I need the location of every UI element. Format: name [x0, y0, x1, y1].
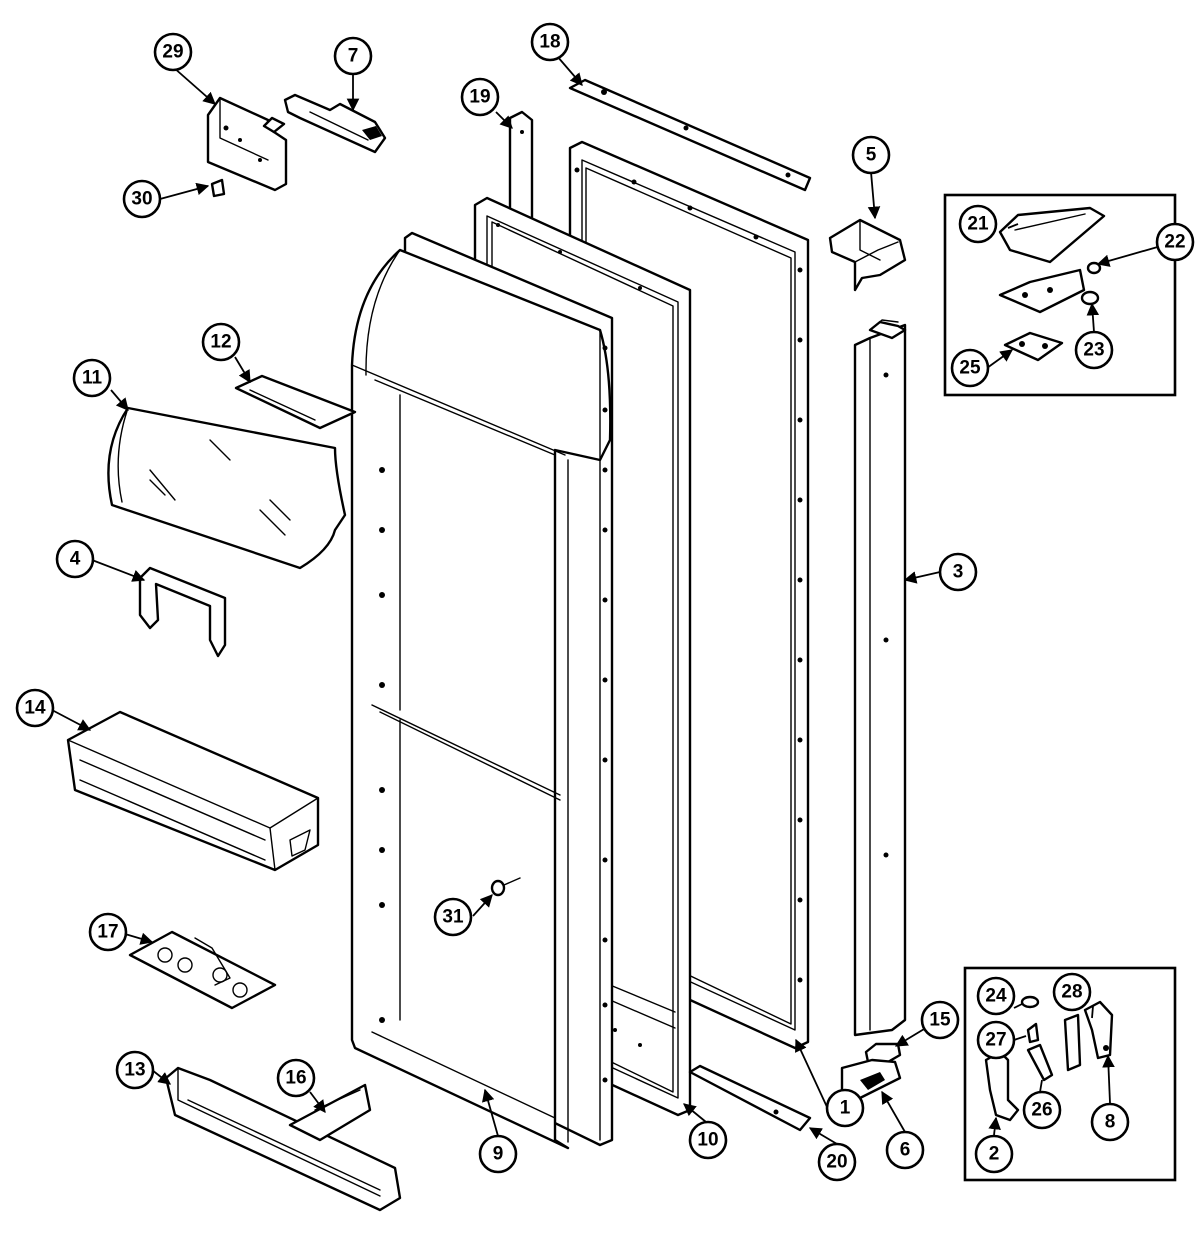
callout-20-label: 20: [826, 1152, 847, 1173]
callout-16-label: 16: [285, 1068, 306, 1089]
callout-8-label: 8: [1105, 1112, 1116, 1133]
callout-19-label: 19: [469, 87, 490, 108]
part-handle-trim: [853, 319, 907, 1037]
callout-1-label: 1: [840, 1098, 851, 1119]
callout-2-label: 2: [989, 1144, 1000, 1165]
part-hinge-bracket: [206, 96, 288, 192]
callout-7-label: 7: [348, 46, 359, 67]
callout-4-label: 4: [70, 549, 81, 570]
callout-3: 3: [938, 552, 978, 592]
callout-12-label: 12: [210, 332, 231, 353]
callout-25-label: 25: [959, 358, 981, 379]
callout-18-label: 18: [539, 32, 560, 53]
callout-22-label: 22: [1164, 232, 1185, 253]
callout-15-label: 15: [929, 1010, 951, 1031]
part-egg-tray: [128, 930, 277, 1010]
callout-11: 11: [72, 358, 112, 398]
part-hinge-cover: [828, 218, 907, 292]
callout-14-label: 14: [24, 698, 46, 719]
callout-24: 24: [976, 976, 1016, 1016]
callout-29: 29: [153, 32, 193, 72]
callout-2: 2: [974, 1134, 1014, 1174]
callout-1: 1: [825, 1088, 865, 1128]
callout-4: 4: [55, 539, 95, 579]
callout-10-label: 10: [697, 1130, 718, 1151]
callout-21-label: 21: [967, 214, 989, 235]
callout-30-label: 30: [131, 189, 152, 210]
callout-3-label: 3: [953, 562, 964, 583]
part-bracket: [138, 566, 227, 658]
part-clip: [210, 178, 226, 198]
callout-9-label: 9: [493, 1144, 504, 1165]
callout-17-label: 17: [97, 922, 118, 943]
callout-31-label: 31: [442, 907, 464, 928]
callout-12: 12: [201, 322, 241, 362]
part-bottom-bin: [164, 1066, 402, 1212]
callout-6: 6: [885, 1130, 925, 1170]
callout-11-label: 11: [82, 368, 103, 389]
part-small-shelf: [234, 374, 357, 430]
callout-13: 13: [115, 1050, 155, 1090]
callout-28-label: 28: [1061, 982, 1082, 1003]
callout-25: 25: [950, 348, 990, 388]
callout-5: 5: [851, 135, 891, 175]
callout-17: 17: [88, 912, 128, 952]
callout-6-label: 6: [900, 1140, 911, 1161]
callout-15: 15: [920, 1000, 960, 1040]
callout-26: 26: [1022, 1090, 1062, 1130]
callout-7: 7: [333, 36, 373, 76]
callout-9: 9: [478, 1134, 518, 1174]
callout-30: 30: [122, 179, 162, 219]
callout-28: 28: [1052, 972, 1092, 1012]
callout-23-label: 23: [1083, 340, 1104, 361]
callout-16: 16: [276, 1058, 316, 1098]
part-door-bin: [66, 710, 320, 872]
callout-22: 22: [1155, 222, 1195, 262]
callout-24-label: 24: [985, 986, 1007, 1007]
callout-23: 23: [1074, 330, 1114, 370]
callout-26-label: 26: [1031, 1100, 1052, 1121]
callout-8: 8: [1090, 1102, 1130, 1142]
callout-19: 19: [460, 77, 500, 117]
callout-18: 18: [530, 22, 570, 62]
part-screw: [490, 877, 521, 897]
callout-31: 31: [433, 897, 473, 937]
callout-29-label: 29: [162, 42, 183, 63]
callout-20: 20: [817, 1142, 857, 1182]
part-door-outer-panel: [350, 231, 614, 1150]
part-dairy-cover: [107, 406, 347, 570]
callout-5-label: 5: [866, 145, 877, 166]
callout-10: 10: [688, 1120, 728, 1160]
callout-27: 27: [976, 1020, 1016, 1060]
part-door-closer: [283, 93, 387, 154]
callout-27-label: 27: [985, 1030, 1006, 1051]
callout-21: 21: [958, 204, 998, 244]
callout-13-label: 13: [124, 1060, 145, 1081]
callout-14: 14: [15, 688, 55, 728]
part-bottom-strip: [688, 1064, 812, 1132]
